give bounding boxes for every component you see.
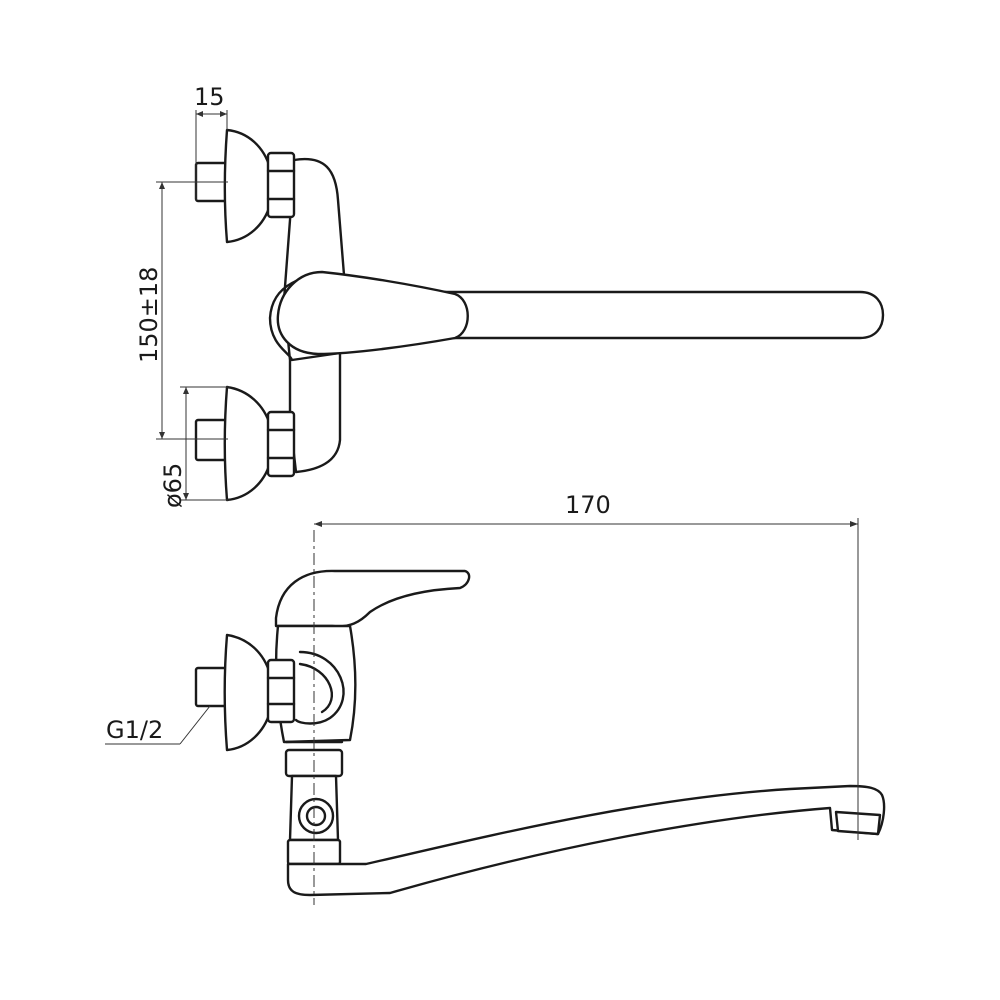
upper-nut <box>266 151 296 219</box>
lower-connector <box>194 385 296 502</box>
side-nut <box>266 658 296 724</box>
side-connector <box>194 633 296 752</box>
top-view: 15 150±18 ø65 <box>135 83 885 508</box>
dimension-65: ø65 <box>159 386 230 508</box>
dimension-15: 15 <box>194 83 228 200</box>
dimension-label-170: 170 <box>565 491 611 519</box>
dimension-170: 170 <box>314 491 858 527</box>
thread-callout: G1/2 <box>105 705 211 745</box>
thread-label: G1/2 <box>106 716 163 744</box>
lever-handle-side <box>274 569 471 628</box>
side-view: 170 G1/2 <box>105 491 886 905</box>
side-flange <box>223 633 272 752</box>
dimension-150: 150±18 <box>135 181 228 440</box>
upper-connector <box>194 128 296 244</box>
dimension-label-15: 15 <box>194 83 225 111</box>
spout-side <box>286 784 886 897</box>
spout-top <box>438 290 885 340</box>
dimension-label-65: ø65 <box>159 463 187 508</box>
handle-joint-curve <box>294 650 345 725</box>
lower-flange <box>223 385 272 502</box>
handle-joint-inner <box>298 662 333 714</box>
mixer-body-top <box>268 157 346 474</box>
lower-pipe-stub <box>194 418 230 462</box>
dimension-label-150: 150±18 <box>135 267 163 363</box>
upper-flange <box>223 128 272 244</box>
side-pipe-stub <box>194 666 230 708</box>
aerator-hole <box>297 797 335 835</box>
lever-handle-top <box>276 270 469 356</box>
lower-nut <box>266 410 296 478</box>
